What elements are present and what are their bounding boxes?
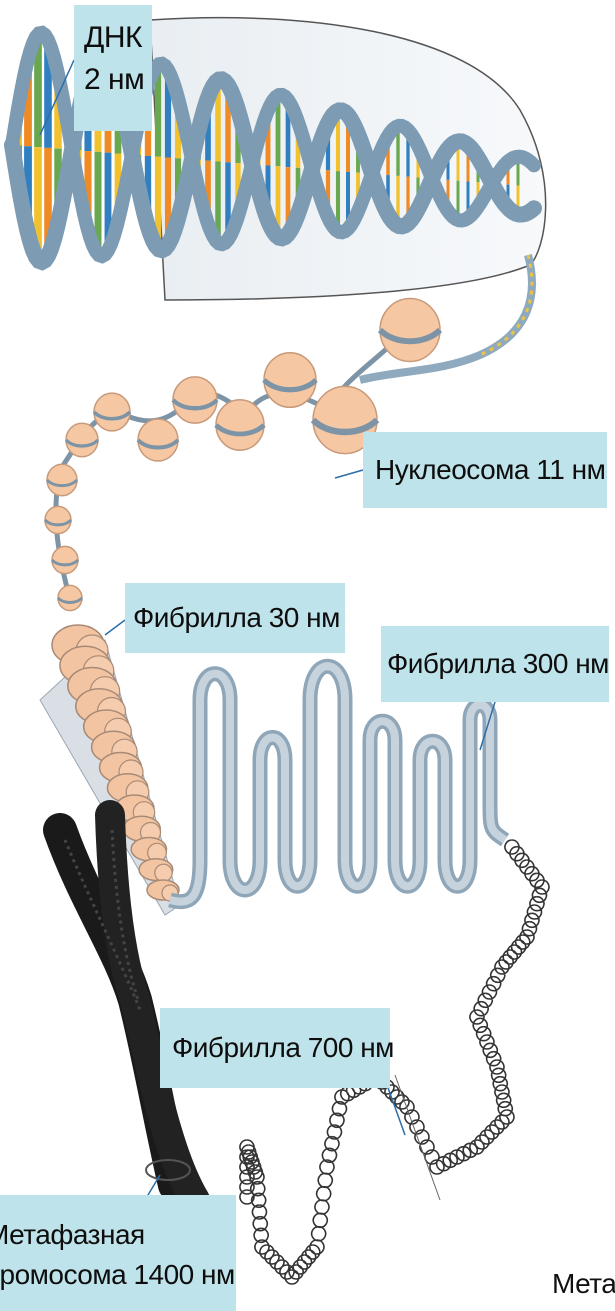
nucleosome bbox=[173, 377, 217, 423]
nucleosome bbox=[216, 400, 264, 450]
label-fibril-700: Фибрилла 700 нм bbox=[160, 1008, 390, 1088]
nucleosome bbox=[66, 423, 98, 457]
label-fibril-300: Фибрилла 300 нм bbox=[381, 626, 609, 702]
nucleosome bbox=[94, 393, 130, 431]
label-dna: ДНК 2 нм bbox=[74, 5, 152, 131]
nucleosome bbox=[45, 506, 71, 533]
label-dna-line2: 2 нм bbox=[84, 59, 152, 101]
label-fibril-30: Фибрилла 30 нм bbox=[125, 583, 345, 653]
linker-dna bbox=[56, 330, 405, 600]
nucleosome bbox=[47, 464, 77, 496]
label-dna-line1: ДНК bbox=[84, 17, 152, 59]
nucleosome bbox=[264, 353, 316, 408]
nucleosome bbox=[380, 299, 440, 362]
cut-off-text: Мета bbox=[552, 1268, 615, 1300]
nucleosome bbox=[52, 546, 78, 573]
label-nucleosome: Нуклеосома 11 нм bbox=[363, 432, 607, 508]
nucleosome bbox=[58, 585, 82, 610]
label-metaphase-line1: Метафазная bbox=[0, 1215, 236, 1255]
label-metaphase-line2: хромосома 1400 нм bbox=[0, 1255, 236, 1295]
nucleosome bbox=[138, 419, 178, 461]
fibril-30-coil bbox=[155, 864, 172, 881]
fibril-700-guide bbox=[395, 1075, 440, 1200]
label-metaphase-chromosome: Метафазная хромосома 1400 нм bbox=[0, 1195, 236, 1311]
